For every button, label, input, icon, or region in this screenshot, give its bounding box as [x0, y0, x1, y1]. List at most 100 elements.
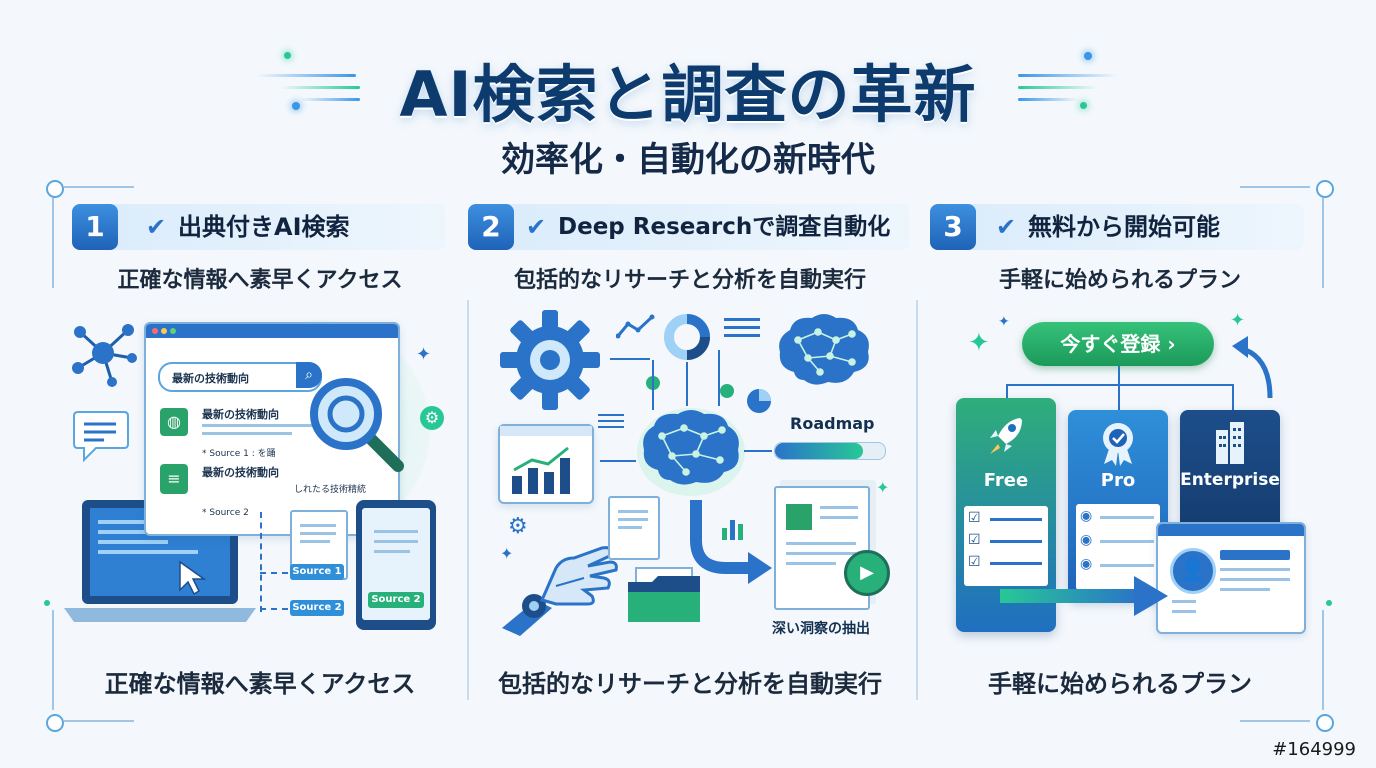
- sparkle-dot: [284, 52, 291, 59]
- sparkle-icon: ✦: [500, 544, 514, 563]
- flow-arrow-curved: [690, 500, 772, 584]
- plan-connector: [1006, 384, 1234, 386]
- flow-arrow: [652, 360, 654, 410]
- sparkle-icon: ✦: [416, 344, 432, 365]
- line-chart-icon: [616, 314, 655, 339]
- search-input-text: 最新の技術動向: [172, 372, 249, 385]
- bar-chart-window: [498, 424, 594, 504]
- result-2-source: * Source 2: [202, 508, 249, 518]
- column-2-footer: 包括的なリサーチと分析を自動実行: [498, 670, 882, 698]
- dashed-connector: [260, 512, 264, 612]
- globe-icon: ◍: [160, 408, 188, 436]
- sparkle-icon: ✦: [968, 328, 990, 358]
- title-deco-line-left-2: [280, 86, 360, 89]
- profile-window: 👤: [1156, 522, 1306, 634]
- dashed-connector: [260, 572, 288, 576]
- flow-arrow: [718, 350, 720, 406]
- sparkle-dot: [44, 600, 50, 606]
- column-2-header: [468, 204, 910, 250]
- check-icon: ☑: [968, 554, 981, 570]
- title-deco-line-right-3: [1018, 98, 1078, 101]
- sparkle-icon: ✦: [998, 314, 1010, 330]
- image-id-label: #164999: [1272, 739, 1356, 760]
- profile-line: [1220, 578, 1290, 581]
- document-icon: [608, 496, 660, 560]
- frame-line-right-upper: [1322, 198, 1324, 288]
- title-deco-line-left-3: [300, 98, 360, 101]
- page-subtitle: 効率化・自動化の新時代: [501, 140, 875, 180]
- column-2-title: Deep Researchで調査自動化: [558, 214, 891, 240]
- result-2-extra: しれたる技術精統: [294, 485, 367, 495]
- list-line: [598, 420, 624, 422]
- sparkle-dot: [1326, 600, 1332, 606]
- doc-line: [786, 542, 856, 545]
- profile-line: [1220, 568, 1290, 571]
- window-button: [152, 328, 158, 334]
- window-button: [170, 328, 176, 334]
- column-3-subtitle: 手軽に始められるプラン: [998, 268, 1241, 293]
- doc-line: [374, 540, 418, 543]
- list-line: [598, 414, 624, 416]
- search-input[interactable]: 最新の技術動向 ⌕: [158, 362, 322, 392]
- doc-line: [300, 540, 330, 543]
- roadmap-progress-fill: [775, 443, 863, 459]
- frame-line-top-right: [1240, 186, 1310, 188]
- folder-icon: [628, 567, 700, 622]
- title-deco-line-right-1: [1018, 74, 1118, 77]
- check-icon: ◉: [1080, 532, 1093, 548]
- list-line: [724, 326, 760, 329]
- column-1-number: 1: [72, 204, 118, 250]
- doc-line: [374, 530, 418, 533]
- column-1-subtitle: 正確な情報へ素早くアクセス: [117, 268, 403, 293]
- frame-line-left-lower: [52, 610, 54, 710]
- column-1-title: 出典付きAI検索: [178, 213, 350, 241]
- profile-line: [1172, 610, 1196, 613]
- list-line: [724, 318, 760, 321]
- plan-connector: [1118, 366, 1120, 386]
- pie-chart-icon: [747, 389, 771, 413]
- check-icon: ✔: [526, 213, 547, 241]
- feature-line: [1100, 564, 1154, 567]
- frame-corner-dot-tl: [46, 180, 64, 198]
- user-profile-icon: 👤: [1170, 548, 1216, 594]
- result-1-source: * Source 1 : を踊: [202, 449, 276, 459]
- plan-connector: [1006, 384, 1008, 398]
- profile-line: [1172, 600, 1196, 603]
- column-1-footer: 正確な情報へ素早くアクセス: [104, 670, 416, 698]
- report-document: [774, 486, 870, 610]
- dashed-lines-icon: [598, 414, 624, 428]
- tablet-icon: Source 2: [356, 500, 436, 630]
- frame-corner-dot-br: [1316, 714, 1334, 732]
- plan-card-pro[interactable]: Pro ◉ ◉ ◉: [1068, 410, 1168, 600]
- check-icon: ✔: [996, 213, 1017, 241]
- search-icon[interactable]: ⌕: [296, 362, 322, 388]
- list-line: [598, 426, 624, 428]
- plan-card-enterprise[interactable]: Enterprise: [1180, 410, 1280, 530]
- play-icon: ▶: [844, 550, 890, 596]
- doc-line: [618, 510, 648, 513]
- magnifier-icon: [310, 378, 404, 472]
- window-titlebar: [1158, 524, 1304, 536]
- source-tag-1: Source 1: [290, 564, 344, 580]
- frame-line-top-left: [64, 186, 134, 188]
- column-divider: [916, 300, 918, 700]
- doc-line: [820, 516, 858, 519]
- column-divider: [467, 300, 469, 700]
- illustration-plans: ✦ ✦ ✦ 今すぐ登録 › Free ☑ ☑ ☑ Pro: [950, 300, 1310, 640]
- result-line: [202, 432, 292, 435]
- register-now-button[interactable]: 今すぐ登録 ›: [1022, 322, 1214, 366]
- check-icon: ◉: [1080, 556, 1093, 572]
- insight-label: 深い洞察の抽出: [772, 621, 870, 637]
- frame-line-bottom-left: [64, 720, 134, 722]
- rocket-icon: [990, 418, 1022, 454]
- result-1-title[interactable]: 最新の技術動向: [202, 408, 279, 421]
- doc-line: [618, 526, 642, 529]
- plan-connector: [1118, 384, 1120, 410]
- arrow-right-icon: [1000, 576, 1168, 616]
- illustration-search: 最新の技術動向 ⌕ ◍ 最新の技術動向 * Source 1 : を踊 ≡ 最新…: [60, 300, 460, 640]
- frame-corner-dot-tr: [1316, 180, 1334, 198]
- doc-line: [374, 550, 410, 553]
- window-titlebar: [500, 426, 592, 436]
- result-2-title[interactable]: 最新の技術動向: [202, 466, 279, 479]
- title-deco-line-right-2: [1018, 86, 1098, 89]
